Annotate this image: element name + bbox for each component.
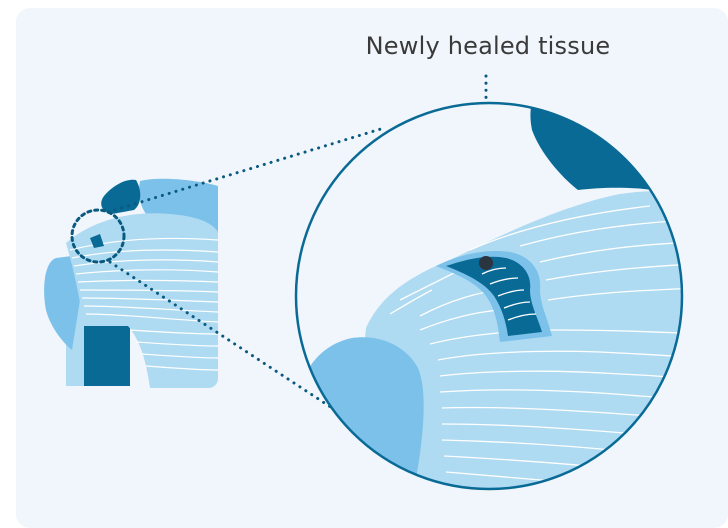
mag-humeral-head [300,337,424,500]
shoulder-joint-illustration [44,179,218,388]
callout-pointer-dot [479,256,493,270]
callout-label: Newly healed tissue [300,32,676,60]
humerus-marrow [84,326,130,386]
magnified-tissue-circle [296,90,710,500]
